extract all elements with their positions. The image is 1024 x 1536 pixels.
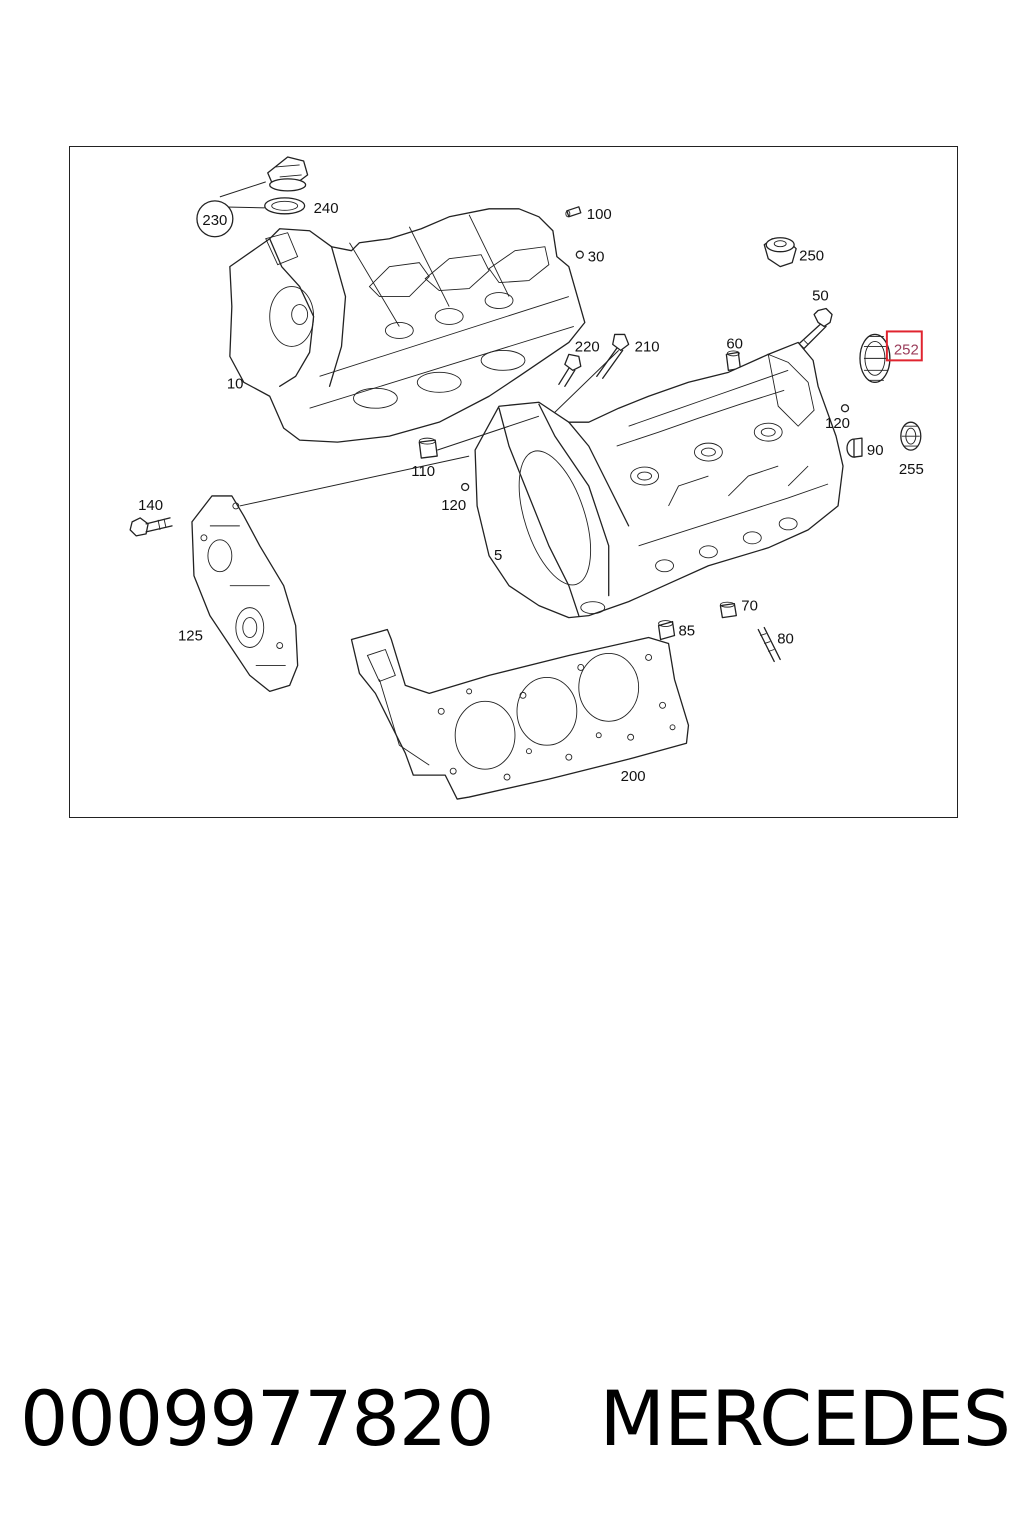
oil-filler-cap: [267, 156, 309, 192]
callout-230: 230: [202, 212, 227, 229]
callout-circle-230: [196, 200, 234, 238]
callout-30: 30: [588, 249, 605, 266]
dowel-pin-100: [565, 206, 582, 218]
cover-plate-125: [191, 495, 299, 693]
callout-210: 210: [635, 338, 660, 355]
seal-255: [900, 421, 922, 451]
plug-85: [657, 620, 676, 641]
callout-255: 255: [899, 461, 924, 478]
callout-50: 50: [812, 288, 829, 305]
callout-90: 90: [867, 442, 884, 459]
parts-diagram: 230 240 10 100 30: [69, 146, 958, 818]
callout-10: 10: [227, 375, 244, 392]
seal-ring-252: [859, 333, 891, 383]
callout-120-right: 120: [825, 415, 850, 432]
footer-caption: 0009977820 MERCEDES: [20, 1368, 1011, 1468]
plug-250: [763, 237, 797, 268]
highlight-box-252: [885, 330, 923, 362]
sleeve-60: [725, 350, 741, 371]
brand-name: MERCEDES: [599, 1373, 1011, 1463]
bolt-140: [129, 517, 173, 537]
callout-240: 240: [314, 200, 339, 217]
part-number: 0009977820: [20, 1373, 495, 1463]
callout-120-left: 120: [441, 497, 466, 514]
callout-200: 200: [621, 768, 646, 785]
exploded-view-drawing: 230 240 10 100 30: [129, 156, 924, 800]
ball-120-right: [840, 404, 850, 413]
callout-252: 252: [894, 341, 919, 358]
head-gasket-200: [350, 628, 690, 800]
cylinder-head-left: [229, 208, 586, 443]
callout-100: 100: [587, 206, 612, 223]
sleeve-70: [719, 601, 737, 619]
cylinder-head-right: [474, 341, 844, 619]
ball-30: [575, 250, 584, 259]
callout-250: 250: [799, 248, 824, 265]
plug-90: [846, 437, 863, 458]
callout-5: 5: [494, 547, 502, 564]
sleeve-110: [418, 415, 540, 459]
bolt-220: [558, 353, 582, 387]
callout-60: 60: [726, 335, 743, 352]
callout-220: 220: [575, 338, 600, 355]
callout-80: 80: [777, 631, 794, 648]
stud-80: [757, 626, 781, 663]
callout-70: 70: [741, 598, 758, 615]
callout-85: 85: [679, 623, 696, 640]
callout-125: 125: [178, 628, 203, 645]
bolt-50: [795, 307, 833, 352]
cap-seal-ring: [264, 197, 306, 215]
ball-120-left: [461, 482, 470, 492]
callout-140: 140: [138, 497, 163, 514]
